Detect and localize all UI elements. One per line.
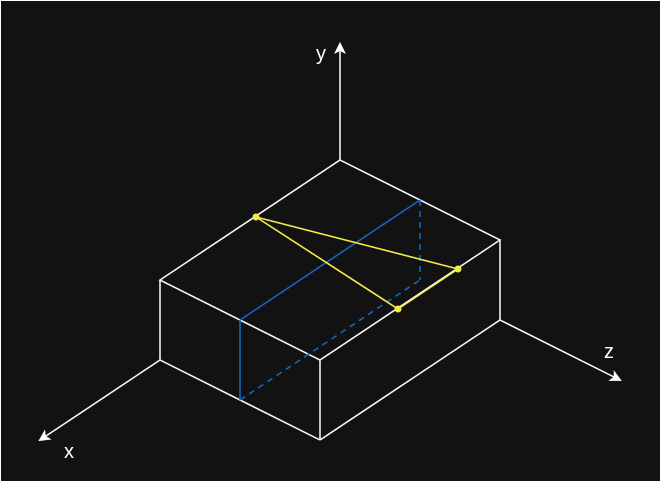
z-axis [499,319,622,381]
section-bottom-edge-hidden [239,279,421,401]
triangle-points [252,213,462,313]
triangle-point-a [252,213,260,221]
triangle-point-c [394,305,402,313]
z-axis-label: z [604,341,614,363]
x-axis [38,359,161,442]
y-axis-label: y [316,43,326,65]
box-edge-bottom-right [319,319,501,441]
triangle [255,216,459,310]
section-top-edge [239,199,421,321]
triangle-edge-3 [397,268,459,310]
axes [38,42,622,442]
x-axis-label: x [64,441,74,463]
triangle-point-b [454,265,462,273]
triangle-edge-2 [255,216,399,310]
section-plane [239,199,421,401]
box-edges [158,159,502,441]
triangle-edge-1 [255,216,459,270]
